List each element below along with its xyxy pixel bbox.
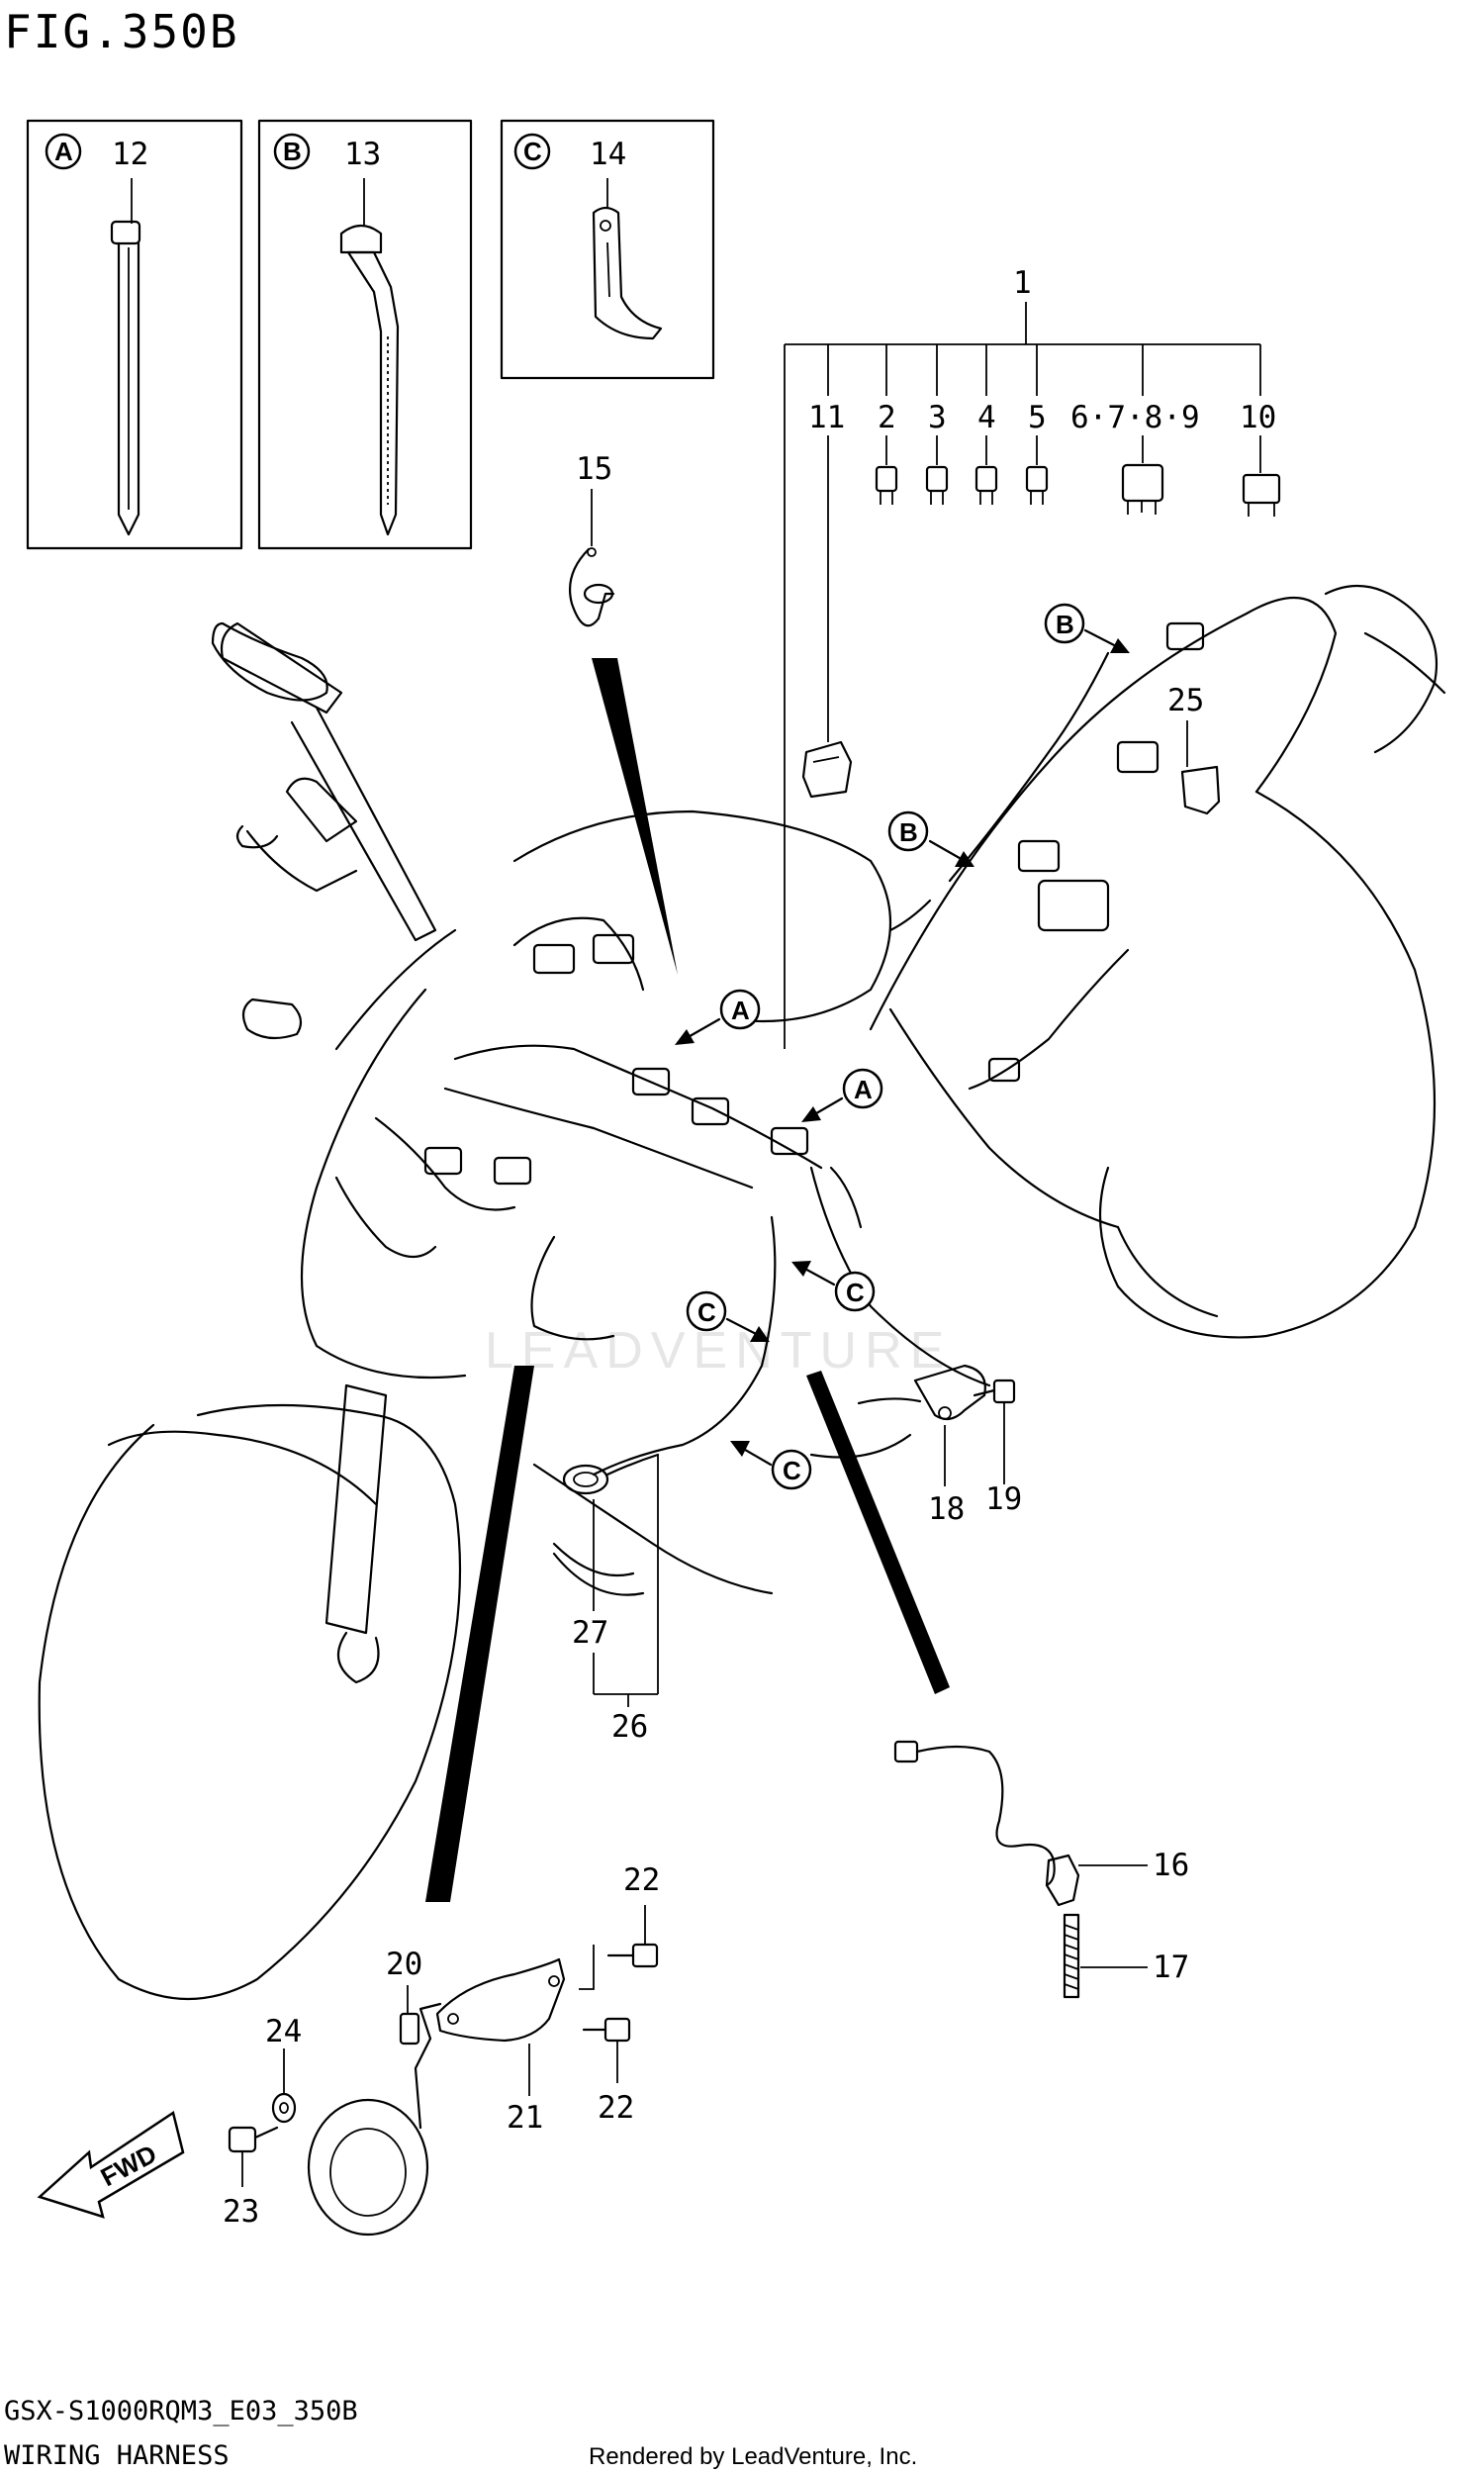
- fuse-icon: [1242, 473, 1281, 517]
- part-label-13: 13: [344, 137, 381, 172]
- bracket-part-21: [435, 1957, 566, 2096]
- sensor-part-15: 15: [568, 451, 615, 627]
- grommet-part-27: [562, 1453, 660, 1611]
- figure-title: FIG.350B: [4, 5, 239, 58]
- part-label-17: 17: [1153, 1950, 1189, 1985]
- callout-a-2: A: [801, 1068, 883, 1122]
- detail-letter-c: C: [523, 137, 542, 166]
- detail-box-a: A 12: [26, 119, 243, 550]
- part-label-22-bottom: 22: [598, 2090, 634, 2126]
- part-label-18: 18: [928, 1491, 965, 1527]
- svg-text:A: A: [854, 1075, 873, 1104]
- callout-c-3: C: [730, 1441, 812, 1490]
- svg-text:A: A: [731, 996, 750, 1025]
- motorcycle-outline: [38, 584, 1446, 2000]
- svg-text:C: C: [697, 1297, 716, 1327]
- part-label-12: 12: [112, 137, 148, 172]
- cable-tie-icon: [110, 220, 141, 536]
- washer-part-24: [271, 2048, 297, 2124]
- part-label-16: 16: [1153, 1848, 1189, 1883]
- fwd-arrow-icon: FWD: [37, 2110, 185, 2219]
- render-credit: Rendered by LeadVenture, Inc.: [589, 2443, 917, 2470]
- fuse-icon: [974, 465, 998, 505]
- part-label-20: 20: [386, 1947, 422, 1982]
- part-label-2: 2: [878, 400, 896, 435]
- part-label-3: 3: [928, 400, 947, 435]
- cable-strap-icon: [339, 224, 400, 536]
- detail-box-c: C 14: [500, 119, 715, 380]
- callout-b-1: B: [1044, 603, 1130, 653]
- part-label-25: 25: [1167, 683, 1204, 718]
- wiring-harness: [334, 621, 1221, 1476]
- detail-letter-a: A: [54, 137, 73, 166]
- svg-text:B: B: [899, 817, 918, 847]
- part-22-bracket-line: [579, 1945, 595, 1990]
- fuse-icon: [925, 465, 949, 505]
- fuse-icon: [1025, 465, 1049, 505]
- part-label-5: 5: [1028, 400, 1047, 435]
- part-label-1: 1: [1013, 265, 1032, 301]
- part-label-21: 21: [507, 2100, 543, 2136]
- relay-icon: [1121, 463, 1164, 515]
- callout-c-1: C: [791, 1261, 876, 1312]
- spring-part-17: [1063, 1913, 1148, 1999]
- model-code: GSX-S1000RQM3_E03_350B: [4, 2396, 358, 2427]
- bolt-part-19: [973, 1379, 1016, 1484]
- svg-text:C: C: [846, 1278, 865, 1307]
- part-label-10: 10: [1240, 400, 1276, 435]
- part-label-26: 26: [611, 1709, 648, 1745]
- part-label-14: 14: [590, 137, 626, 172]
- callout-a-1: A: [675, 989, 761, 1045]
- part-26-bracket: [593, 1455, 659, 1707]
- part-1-bracket: 1 11 2 3 4 5 6·7·8·9 10: [784, 265, 1281, 1049]
- part-label-4: 4: [977, 400, 996, 435]
- bolt-part-22-bottom: [582, 2017, 631, 2083]
- svg-text:B: B: [1056, 610, 1074, 639]
- bolt-part-22-top: [606, 1905, 659, 1968]
- part-label-24: 24: [265, 2014, 302, 2049]
- fuse-icon: [875, 465, 898, 505]
- bolt-part-23: [228, 2126, 279, 2187]
- section-name: WIRING HARNESS: [4, 2440, 230, 2471]
- part-label-27: 27: [572, 1615, 608, 1651]
- callout-b-2: B: [887, 810, 974, 867]
- horn-part-20: [307, 1985, 442, 2237]
- svg-text:C: C: [783, 1456, 801, 1485]
- sensor-part-18: [857, 1364, 986, 1486]
- detail-letter-b: B: [283, 137, 302, 166]
- part-label-23: 23: [223, 2194, 259, 2230]
- clamp-icon: [592, 206, 663, 340]
- watermark: LEADVENTURE: [485, 1322, 952, 1380]
- callout-c-2: C: [686, 1290, 770, 1342]
- detail-box-b: B 13: [257, 119, 473, 550]
- part-label-22-top: 22: [623, 1862, 660, 1898]
- part-label-19: 19: [985, 1481, 1022, 1517]
- part-label-6-7-8-9: 6·7·8·9: [1070, 400, 1200, 435]
- part-label-11: 11: [808, 400, 845, 435]
- sensor-part-16: [893, 1740, 1148, 1907]
- part-label-15: 15: [576, 451, 612, 487]
- connector-holder-icon: [801, 740, 853, 799]
